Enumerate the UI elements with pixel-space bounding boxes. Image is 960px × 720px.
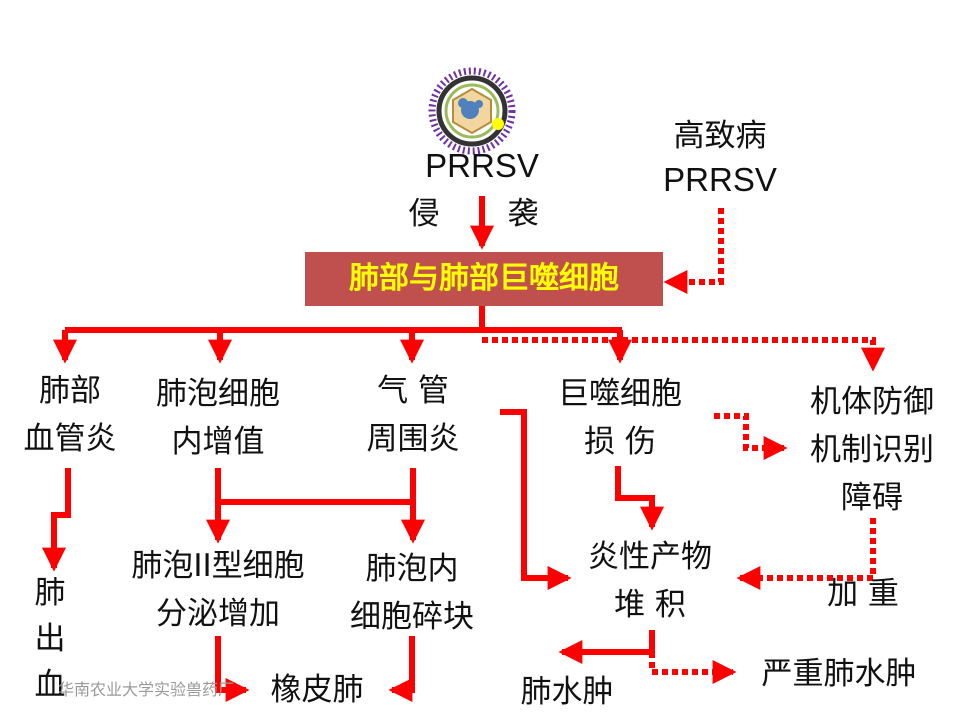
lung-hemorrhage-line1: 肺 [28, 570, 72, 616]
peribronchitis-node: 气 管 周围炎 [348, 367, 478, 463]
macrophage-damage-node: 巨噬细胞 损 伤 [542, 370, 698, 466]
high-pathogenic-line2: PRRSV [650, 160, 790, 200]
invade-right: 袭 [503, 190, 543, 238]
alveolar-proliferation-line2: 内增值 [140, 418, 296, 466]
alveolar-debris-node: 肺泡内 细胞碎块 [334, 545, 490, 641]
arrow-defense-to-inflammation [740, 518, 873, 578]
high-pathogenic-line1: 高致病 [650, 112, 790, 160]
arrow-debris-to-rubber [392, 636, 412, 690]
peribronchitis-line1: 气 管 [348, 367, 478, 415]
defense-impairment-line3: 障碍 [792, 474, 952, 522]
high-pathogenic-node: 高致病 PRRSV [650, 112, 790, 200]
defense-impairment-line2: 机制识别 [792, 426, 952, 474]
center-box-label: 肺部与肺部巨噬细胞 [305, 252, 663, 306]
inflammatory-products-node: 炎性产物 堆 积 [570, 533, 730, 629]
type2-secretion-line2: 分泌增加 [110, 590, 326, 638]
type2-secretion-node: 肺泡II型细胞 分泌增加 [110, 542, 326, 638]
prrsv-virus-icon [432, 71, 512, 151]
lung-hemorrhage-line2: 出 [28, 616, 72, 662]
arrow-hp-to-lung [667, 208, 721, 282]
peribronchitis-line2: 周围炎 [348, 415, 478, 463]
prrsv-label: PRRSV [410, 146, 554, 186]
defense-impairment-node: 机体防御 机制识别 障碍 [792, 378, 952, 522]
inflammatory-products-line2: 堆 积 [570, 581, 730, 629]
invade-left: 侵 [404, 190, 444, 238]
arrow-to-severe-edema [652, 652, 733, 672]
arrow-inflammation-to-edema [562, 630, 652, 652]
alveolar-proliferation-node: 肺泡细胞 内增值 [140, 370, 296, 466]
aggravate-label: 加 重 [808, 570, 918, 618]
vasculitis-line2: 血管炎 [8, 415, 132, 463]
pulmonary-edema-label: 肺水肿 [504, 668, 630, 716]
macrophage-damage-line2: 损 伤 [542, 418, 698, 466]
arrow-alveolar-bar [218, 468, 413, 502]
defense-impairment-line1: 机体防御 [792, 378, 952, 426]
rubber-lung-label: 橡皮肺 [252, 666, 382, 714]
inflammatory-products-line1: 炎性产物 [570, 533, 730, 581]
arrow-vasculitis-to-hemorrhage [54, 468, 68, 568]
arrow-macrophage-to-inflammation [618, 466, 652, 527]
watermark: 华南农业大学实验兽药厂 [58, 676, 234, 700]
alveolar-proliferation-line1: 肺泡细胞 [140, 370, 296, 418]
severe-edema-label: 严重肺水肿 [740, 650, 938, 698]
alveolar-debris-line2: 细胞碎块 [334, 593, 490, 641]
macrophage-damage-line1: 巨噬细胞 [542, 370, 698, 418]
vasculitis-line1: 肺部 [8, 367, 132, 415]
type2-secretion-line1: 肺泡II型细胞 [110, 542, 326, 590]
arrow-to-defense [482, 340, 873, 368]
arrow-macrophage-to-defense [714, 416, 784, 448]
alveolar-debris-line1: 肺泡内 [334, 545, 490, 593]
vasculitis-node: 肺部 血管炎 [8, 367, 132, 463]
